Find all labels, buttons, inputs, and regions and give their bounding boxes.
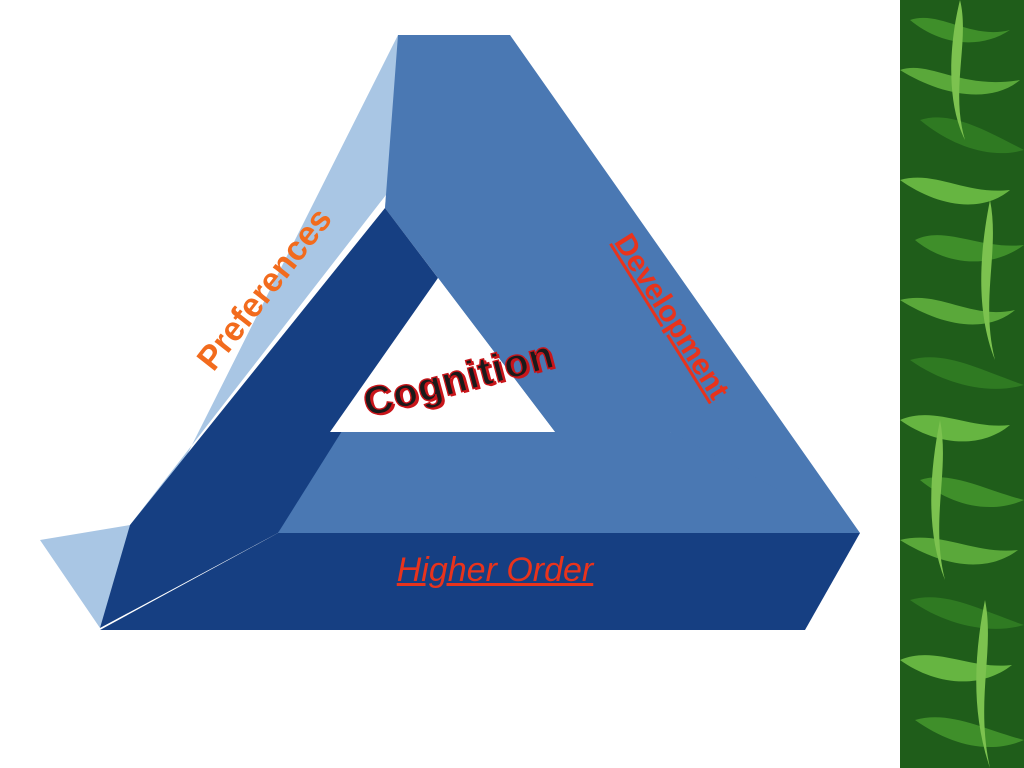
impossible-triangle-diagram xyxy=(40,35,860,630)
triangle-bottom-face xyxy=(100,533,860,630)
triangle-left-inner-face xyxy=(100,208,438,628)
triangle-center-hole xyxy=(330,278,555,432)
higher-order-label: Higher Order xyxy=(396,551,594,589)
bamboo-leaves-image xyxy=(900,0,1024,768)
triangle-right-face xyxy=(385,35,860,533)
triangle-bottom-inner-face xyxy=(278,432,860,533)
bamboo-leaf-cluster xyxy=(900,0,1024,768)
